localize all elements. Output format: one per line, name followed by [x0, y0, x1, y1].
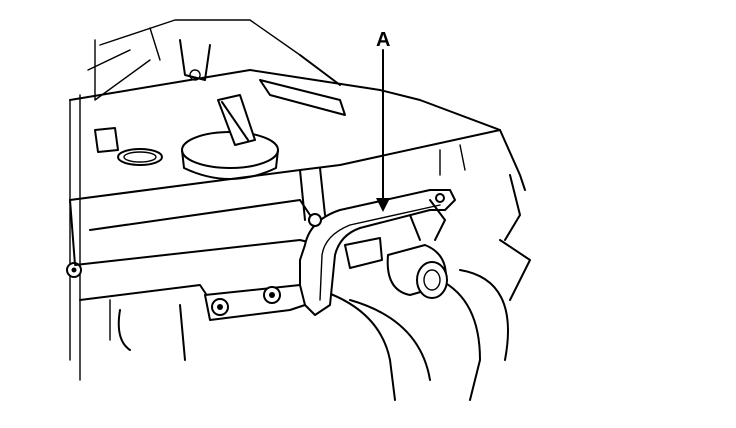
valve-cover: [69, 89, 526, 266]
o-ring: [117, 148, 163, 166]
callout-a-leader: [376, 49, 390, 212]
callout-label-a: A: [376, 29, 391, 51]
engine-block-left: [69, 19, 301, 381]
oil-filler-cap: [181, 94, 279, 180]
bolt-bracket-top: [308, 213, 322, 227]
cylinder-head-top: [69, 39, 381, 116]
sensor: [386, 244, 448, 299]
mount-boss: [94, 127, 119, 153]
bolt-left: [66, 262, 82, 278]
bracket-a: [204, 189, 456, 321]
